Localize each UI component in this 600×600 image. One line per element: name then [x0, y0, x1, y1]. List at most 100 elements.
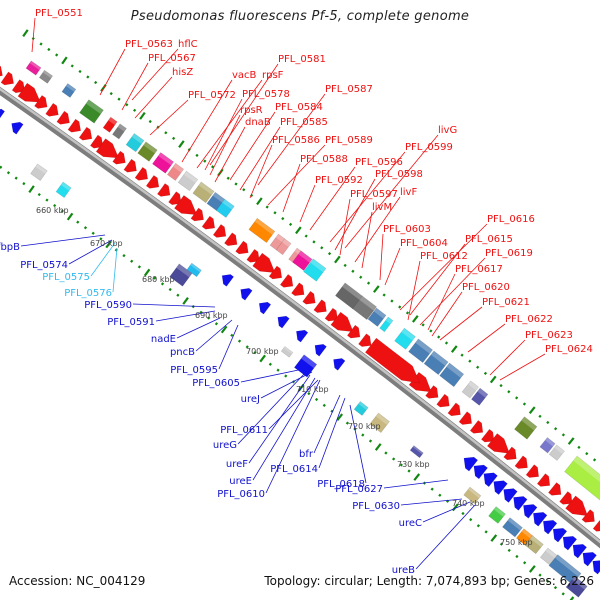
tick-mark: [538, 414, 542, 418]
tick-mark: [259, 354, 266, 363]
forward-leader-line: [149, 99, 189, 136]
tick-mark: [182, 297, 189, 305]
reverse-cds-arrow: [513, 496, 528, 511]
forward-gene-label: PFL_0621: [482, 297, 530, 308]
forward-leader-line: [399, 223, 488, 311]
forward-gene-label: rpsF: [262, 70, 284, 81]
forward-cds-arrow: [486, 433, 510, 454]
forward-cds-arrow-shape: [190, 207, 204, 222]
forward-cds-arrow-shape: [547, 482, 562, 496]
forward-leader-line: [214, 126, 246, 183]
forward-cds-arrow-shape: [592, 518, 600, 532]
tick-mark: [461, 511, 465, 516]
kbp-label: 680 kbp: [142, 275, 175, 284]
reverse-feature-block-body: [524, 535, 544, 555]
forward-gene-label: PFL_0599: [405, 142, 453, 153]
tick-mark: [322, 403, 326, 407]
tick-mark: [60, 209, 64, 213]
forward-feature-block-body: [79, 99, 104, 124]
forward-gene-label: PFL_0572: [188, 90, 236, 101]
forward-feature-block-shine: [545, 437, 556, 447]
tick-mark: [490, 534, 498, 542]
forward-cds-arrow: [156, 183, 171, 197]
forward-cds-arrow-shape: [246, 248, 260, 263]
forward-gene-label: hisZ: [172, 67, 193, 78]
forward-cds-arrow-shape: [313, 299, 327, 313]
accession-text: Accession: NC_004129: [9, 574, 146, 588]
reverse-cds-arrow: [296, 329, 309, 343]
forward-cds-arrow: [17, 82, 42, 103]
tick-mark: [195, 153, 199, 158]
kbp-label: 750 kbp: [500, 538, 533, 547]
tick-mark: [256, 197, 263, 206]
forward-feature-block-shine: [359, 295, 377, 311]
reverse-cds-arrow-shape: [513, 496, 528, 511]
reverse-feature-block-shine: [190, 263, 202, 273]
forward-leader-line: [134, 76, 173, 119]
forward-leader-line: [467, 323, 506, 353]
tick-mark: [176, 293, 180, 297]
tick-mark: [522, 402, 527, 406]
forward-feature-block-body: [137, 141, 158, 162]
tick-mark: [153, 276, 157, 280]
reverse-cds-arrow-shape: [314, 343, 327, 357]
forward-cds-arrow-shape: [565, 495, 589, 517]
kbp-label: 730 kbp: [397, 460, 430, 469]
forward-cds-arrow: [89, 134, 104, 149]
tick-mark: [203, 159, 207, 163]
forward-feature-block: [275, 238, 292, 256]
forward-feature-block-shine: [108, 117, 118, 125]
forward-feature-block: [215, 198, 235, 218]
forward-cds-arrow-shape: [536, 473, 551, 487]
forward-feature-block: [408, 338, 433, 364]
forward-feature-block: [152, 152, 175, 174]
forward-feature-block: [292, 250, 313, 271]
reverse-leader-line: [132, 303, 216, 308]
tick-mark: [122, 254, 126, 258]
forward-cds-arrow: [581, 509, 595, 523]
forward-leader-line: [31, 17, 36, 53]
reverse-cds-arrow-shape: [240, 287, 253, 301]
forward-feature-block-body: [248, 217, 276, 244]
tick-mark: [366, 281, 371, 285]
forward-cds-arrow-shape: [168, 191, 182, 206]
forward-gene-label: PFL_0581: [278, 54, 326, 65]
reverse-feature-block: [502, 517, 523, 538]
tick-mark: [330, 409, 334, 413]
tick-mark: [22, 29, 29, 38]
reverse-leader-line: [260, 371, 313, 399]
reverse-leader-line: [383, 479, 449, 489]
forward-gene-label: PFL_0622: [505, 314, 553, 325]
tick-mark: [499, 542, 504, 546]
forward-feature-block-shine: [275, 234, 285, 243]
tick-mark: [489, 375, 497, 384]
reverse-feature-block-shine: [176, 263, 193, 278]
forward-feature-block: [539, 437, 556, 454]
tick-mark: [515, 554, 519, 559]
forward-feature-block-shine: [554, 444, 565, 454]
forward-feature-block: [439, 362, 465, 388]
forward-leader-line: [379, 233, 384, 281]
forward-cds-arrow-shape: [0, 71, 15, 86]
forward-gene-label: PFL_0563: [125, 39, 173, 50]
forward-feature-block-shine: [401, 328, 416, 341]
reverse-leader-line: [155, 310, 216, 322]
forward-cds-arrow: [268, 265, 283, 280]
reverse-gene-label: PFL_0614: [270, 464, 318, 475]
tick-mark: [507, 548, 511, 552]
forward-gene-label: PFL_0586: [272, 135, 320, 146]
tick-mark: [207, 316, 211, 320]
reverse-feature-block-body: [502, 517, 523, 538]
forward-leader-line: [249, 144, 273, 199]
reverse-gene-label: ureJ: [241, 394, 260, 405]
reverse-leader-line: [237, 372, 306, 445]
tick-mark: [561, 592, 565, 596]
reverse-feature-block: [169, 263, 193, 287]
reverse-gene-label: ureB: [392, 565, 415, 576]
forward-cds-arrow-shape: [78, 126, 93, 141]
reverse-cds-arrow: [473, 464, 489, 480]
kbp-label: 740 kbp: [452, 499, 485, 508]
tick-mark: [99, 237, 103, 241]
forward-cds-arrow: [145, 174, 160, 189]
forward-gene-label: livG: [438, 125, 457, 136]
